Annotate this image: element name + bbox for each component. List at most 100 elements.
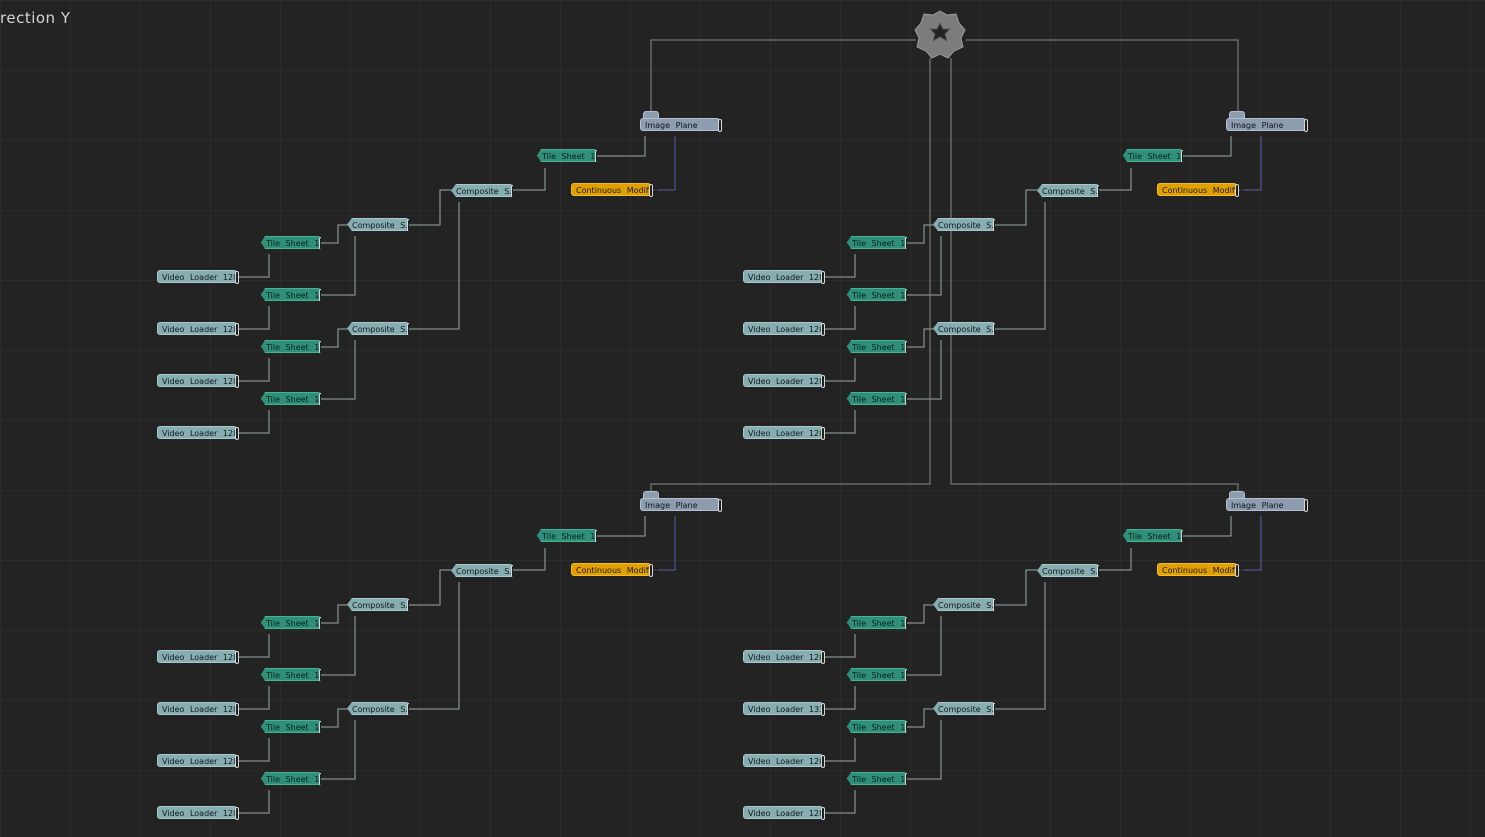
tile-sheet-node[interactable]: Tile Sheet 19... — [847, 668, 907, 681]
video-loader-node[interactable]: Video Loader 128... — [157, 374, 246, 388]
output-port[interactable] — [1181, 530, 1183, 542]
output-port[interactable] — [905, 773, 907, 785]
continuous-modifier-node[interactable]: Continuous Modifier — [1157, 563, 1245, 577]
tile-sheet-node[interactable]: Tile Sheet 19... — [847, 616, 907, 629]
output-port[interactable] — [1097, 565, 1099, 577]
tile-sheet-node[interactable]: Tile Sheet 19... — [847, 340, 907, 353]
output-port[interactable] — [1304, 499, 1308, 512]
tile-sheet-node[interactable]: Tile Sheet 19... — [537, 529, 597, 542]
output-port[interactable] — [649, 564, 653, 577]
output-port[interactable] — [905, 721, 907, 733]
tile-sheet-node[interactable]: Tile Sheet 19... — [261, 668, 321, 681]
output-port[interactable] — [235, 651, 239, 664]
video-loader-node[interactable]: Video Loader 128... — [743, 650, 832, 664]
tile-sheet-node[interactable]: Tile Sheet 19... — [847, 392, 907, 405]
output-port[interactable] — [235, 755, 239, 768]
image-plane-node[interactable]: Image Plane — [640, 118, 722, 132]
video-loader-node[interactable]: Video Loader 128... — [743, 754, 832, 768]
output-port[interactable] — [718, 499, 722, 512]
video-loader-node[interactable]: Video Loader 128... — [743, 270, 832, 284]
output-port[interactable] — [905, 237, 907, 249]
video-loader-node[interactable]: Video Loader 128... — [157, 270, 246, 284]
output-port[interactable] — [821, 755, 825, 768]
output-port[interactable] — [993, 703, 995, 715]
composite-node[interactable]: Composite S... — [347, 702, 409, 715]
output-port[interactable] — [905, 393, 907, 405]
composite-node[interactable]: Composite S... — [933, 598, 995, 611]
output-port[interactable] — [821, 375, 825, 388]
output-port[interactable] — [821, 651, 825, 664]
output-port[interactable] — [1304, 119, 1308, 132]
composite-node[interactable]: Composite S... — [347, 598, 409, 611]
video-loader-node[interactable]: Video Loader 128... — [743, 806, 832, 820]
output-port[interactable] — [1181, 150, 1183, 162]
output-port[interactable] — [407, 323, 409, 335]
video-loader-node[interactable]: Video Loader 128... — [157, 650, 246, 664]
output-port[interactable] — [821, 323, 825, 336]
tile-sheet-node[interactable]: Tile Sheet 19... — [261, 236, 321, 249]
video-loader-node[interactable]: Video Loader 128... — [743, 426, 832, 440]
output-port[interactable] — [821, 271, 825, 284]
video-loader-node[interactable]: Video Loader 128... — [743, 374, 832, 388]
tile-sheet-node[interactable]: Tile Sheet 19... — [261, 288, 321, 301]
video-loader-node[interactable]: Video Loader 128... — [157, 754, 246, 768]
composite-node[interactable]: Composite S... — [451, 184, 513, 197]
output-port[interactable] — [993, 219, 995, 231]
output-port[interactable] — [905, 617, 907, 629]
tile-sheet-node[interactable]: Tile Sheet 19... — [1123, 149, 1183, 162]
output-port[interactable] — [235, 427, 239, 440]
video-loader-node[interactable]: Video Loader 128... — [157, 426, 246, 440]
tile-sheet-node[interactable]: Tile Sheet 19... — [537, 149, 597, 162]
composite-node[interactable]: Composite S... — [451, 564, 513, 577]
output-port[interactable] — [821, 703, 825, 716]
output-port[interactable] — [407, 219, 409, 231]
output-port[interactable] — [235, 375, 239, 388]
composite-node[interactable]: Composite S... — [347, 322, 409, 335]
tile-sheet-node[interactable]: Tile Sheet 19... — [261, 392, 321, 405]
output-port[interactable] — [319, 617, 321, 629]
tile-sheet-node[interactable]: Tile Sheet 19... — [847, 772, 907, 785]
output-port[interactable] — [235, 703, 239, 716]
composite-node[interactable]: Composite S... — [933, 218, 995, 231]
output-port[interactable] — [649, 184, 653, 197]
composite-node[interactable]: Composite S... — [1037, 564, 1099, 577]
composite-node[interactable]: Composite S... — [933, 322, 995, 335]
image-plane-node[interactable]: Image Plane — [1226, 498, 1308, 512]
tile-sheet-node[interactable]: Tile Sheet 19... — [261, 772, 321, 785]
output-port[interactable] — [319, 289, 321, 301]
tile-sheet-node[interactable]: Tile Sheet 19... — [1123, 529, 1183, 542]
output-port[interactable] — [319, 721, 321, 733]
image-plane-node[interactable]: Image Plane — [1226, 118, 1308, 132]
output-port[interactable] — [319, 669, 321, 681]
output-port[interactable] — [595, 530, 597, 542]
video-loader-node[interactable]: Video Loader 128... — [157, 702, 246, 716]
output-port[interactable] — [319, 773, 321, 785]
output-port[interactable] — [821, 807, 825, 820]
continuous-modifier-node[interactable]: Continuous Modifier — [571, 563, 659, 577]
output-port[interactable] — [905, 289, 907, 301]
output-port[interactable] — [993, 323, 995, 335]
output-port[interactable] — [511, 185, 513, 197]
video-loader-node[interactable]: Video Loader 128... — [157, 806, 246, 820]
video-loader-node[interactable]: Video Loader 128... — [157, 322, 246, 336]
output-port[interactable] — [319, 341, 321, 353]
output-port[interactable] — [235, 807, 239, 820]
continuous-modifier-node[interactable]: Continuous Modifier — [571, 183, 659, 197]
output-port[interactable] — [1235, 184, 1239, 197]
tile-sheet-node[interactable]: Tile Sheet 19... — [261, 720, 321, 733]
video-loader-node[interactable]: Video Loader 128... — [743, 322, 832, 336]
continuous-modifier-node[interactable]: Continuous Modifier — [1157, 183, 1245, 197]
output-port[interactable] — [718, 119, 722, 132]
output-port[interactable] — [1097, 185, 1099, 197]
tile-sheet-node[interactable]: Tile Sheet 19... — [261, 616, 321, 629]
video-loader-node[interactable]: Video Loader 133... — [743, 702, 832, 716]
output-port[interactable] — [235, 323, 239, 336]
output-port[interactable] — [511, 565, 513, 577]
output-port[interactable] — [319, 237, 321, 249]
composite-node[interactable]: Composite S... — [347, 218, 409, 231]
gear-icon[interactable] — [914, 9, 966, 59]
output-port[interactable] — [821, 427, 825, 440]
image-plane-node[interactable]: Image Plane — [640, 498, 722, 512]
output-port[interactable] — [905, 669, 907, 681]
